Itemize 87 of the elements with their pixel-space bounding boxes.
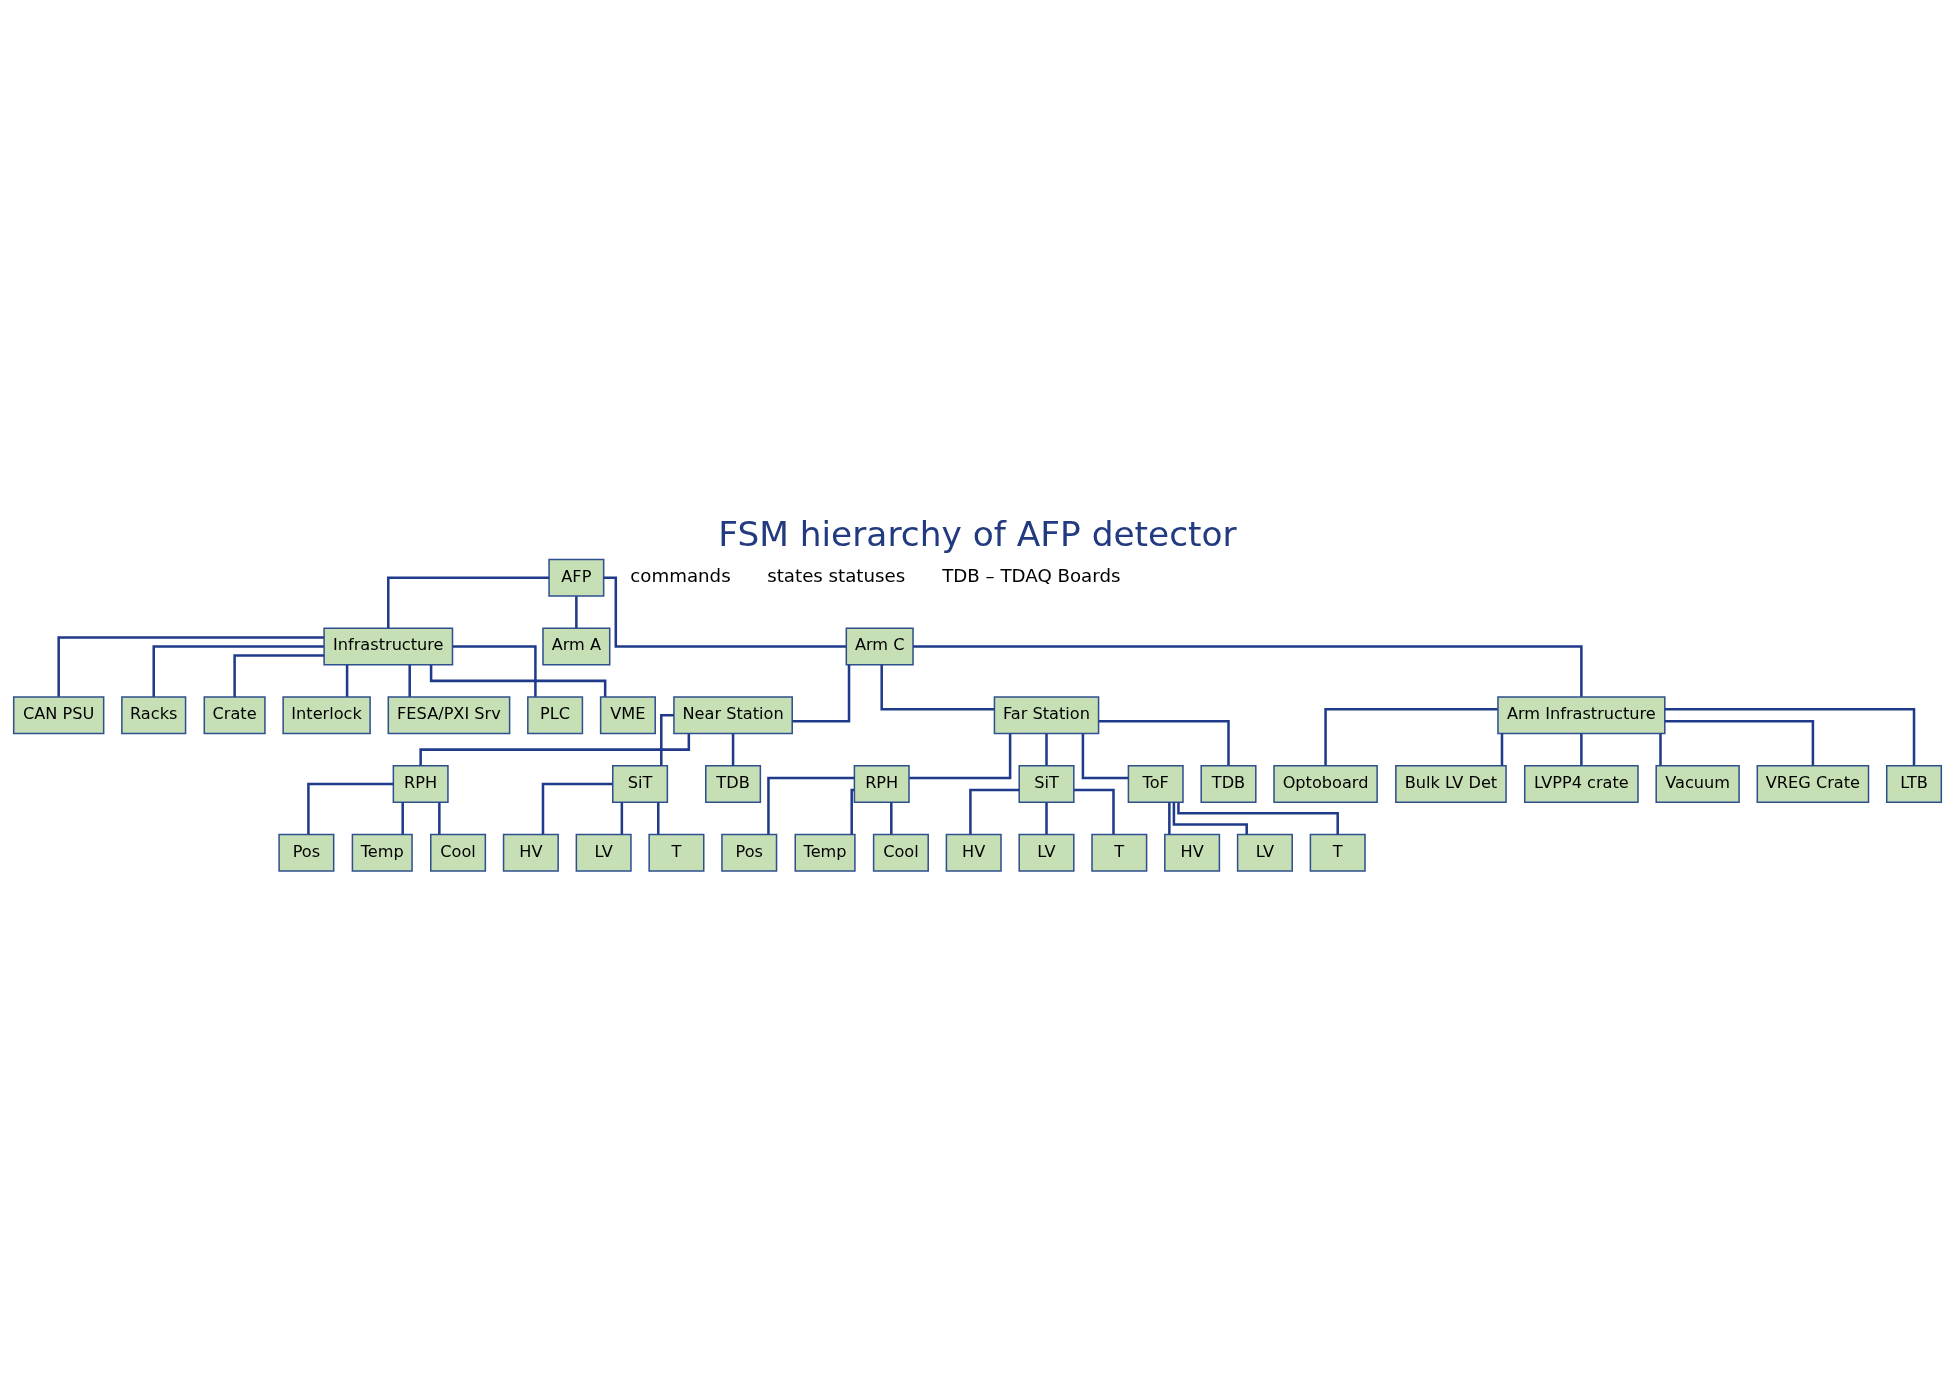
connector — [452, 645, 537, 697]
node-box: Far Station — [993, 696, 1099, 735]
connector — [766, 776, 854, 835]
connector — [1323, 707, 1498, 766]
connector — [1044, 802, 1048, 835]
node-box: LV — [1236, 833, 1293, 872]
node-box: Temp — [794, 833, 856, 872]
connector — [306, 782, 393, 835]
label: states statuses — [766, 565, 905, 587]
connector — [968, 788, 1019, 835]
connector — [437, 802, 441, 835]
connector — [1073, 788, 1115, 835]
connector — [1176, 802, 1339, 835]
node-box: Cool — [429, 833, 486, 872]
connector — [731, 733, 734, 766]
connector — [232, 654, 324, 698]
connector — [407, 664, 411, 697]
node-box: Interlock — [281, 696, 371, 735]
label: commands — [629, 565, 731, 587]
node-box: RPH — [392, 765, 449, 803]
connector — [1081, 733, 1128, 780]
connector — [1172, 802, 1248, 835]
node-box: Optoboard — [1272, 765, 1378, 803]
connector — [400, 802, 404, 835]
connector — [879, 664, 994, 711]
node-box: VREG Crate — [1756, 765, 1869, 803]
node-box: Pos — [277, 833, 334, 872]
connector — [1579, 733, 1583, 766]
node-box: Arm A — [541, 627, 610, 666]
connector — [791, 665, 850, 723]
node-box: RPH — [853, 765, 910, 803]
node-box: VME — [599, 696, 656, 735]
connector — [603, 576, 846, 648]
connector — [620, 802, 623, 835]
connector — [849, 788, 854, 835]
node-box: T — [1090, 833, 1147, 872]
node-box: HV — [502, 833, 559, 872]
node-box: LVPP4 crate — [1523, 765, 1639, 803]
node-box: Near Station — [672, 696, 793, 735]
node-box: Arm C — [845, 627, 914, 666]
connector — [656, 802, 659, 835]
node-box: PLC — [526, 696, 583, 735]
connector — [889, 802, 893, 835]
connector — [1098, 720, 1230, 766]
connector — [345, 664, 348, 697]
connector — [1500, 733, 1503, 766]
node-box: LTB — [1885, 765, 1942, 803]
node-box: Temp — [351, 833, 413, 872]
node-box: Cool — [872, 833, 929, 872]
connector — [1044, 733, 1048, 766]
connector — [908, 733, 1011, 780]
node-box: HV — [1163, 833, 1220, 872]
node-box: SiT — [1017, 765, 1075, 803]
connector — [429, 664, 606, 697]
connector — [541, 782, 612, 835]
node-box: LV — [1017, 833, 1075, 872]
node-box: ToF — [1127, 765, 1184, 803]
connector — [418, 733, 690, 766]
label: TDB – TDAQ Boards — [941, 565, 1120, 587]
node-box: Infrastructure — [322, 627, 453, 666]
node-box: HV — [945, 833, 1002, 872]
connector — [659, 714, 674, 766]
node-box: SiT — [611, 765, 668, 803]
node-box: TDB — [704, 765, 761, 803]
node-box: Arm Infrastructure — [1496, 696, 1666, 735]
connector — [912, 645, 1583, 697]
connector — [1664, 707, 1915, 766]
node-box: Pos — [720, 833, 777, 872]
node-box: FESA/PXI Srv — [387, 696, 510, 735]
node-box: CAN PSU — [12, 696, 104, 735]
connector — [1664, 720, 1814, 766]
connector — [386, 576, 549, 629]
node-box: LV — [575, 833, 632, 872]
node-box: T — [647, 833, 704, 872]
node-box: T — [1309, 833, 1366, 872]
node-box: Bulk LV Det — [1394, 765, 1507, 803]
connector — [574, 596, 578, 628]
node-box: Crate — [203, 696, 266, 735]
connector — [1167, 802, 1171, 835]
node-box: AFP — [547, 558, 604, 597]
connector — [1658, 733, 1662, 766]
node-box: Racks — [120, 696, 186, 735]
connector — [151, 645, 324, 697]
connector — [56, 636, 324, 697]
node-box: TDB — [1199, 765, 1257, 803]
diagram-title: FSM hierarchy of AFP detector — [717, 513, 1237, 554]
node-box: Vacuum — [1654, 765, 1740, 803]
